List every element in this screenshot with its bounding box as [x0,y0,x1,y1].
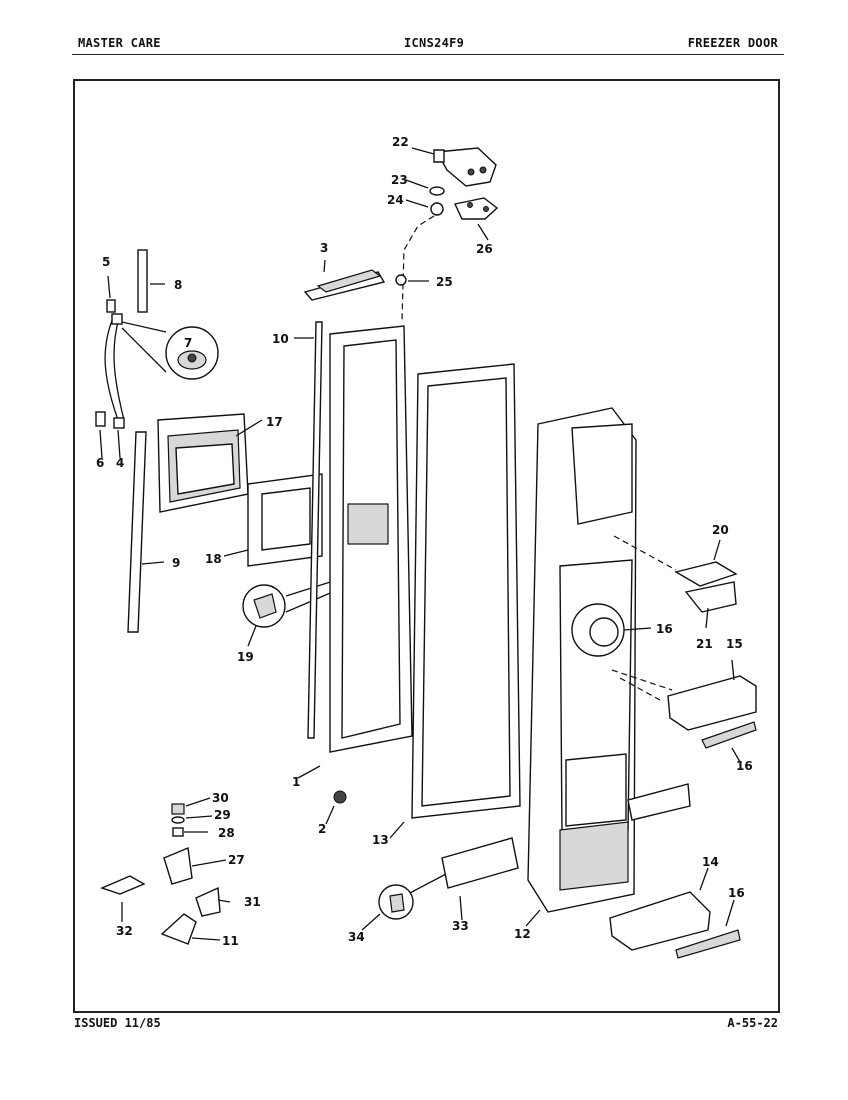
part-18-housing [157,413,249,513]
callout-label: 28 [218,826,235,840]
part-13-door-gasket [411,363,521,819]
part-15-shelf [667,675,757,731]
callout-label: 14 [702,855,719,869]
part-28-bracket [163,847,193,885]
part-3-bracket [303,269,386,301]
part-1-door-liner [329,325,413,753]
part-27-plate [453,197,499,220]
part-35-detail-circle [378,873,447,920]
part-31-spring [171,803,185,815]
part-9-trim-strip [127,431,147,633]
part-2-plug [333,790,347,804]
part-34-rail [441,783,691,889]
callout-label: 15 [726,637,743,651]
part-22-bracket [684,581,737,613]
part-33-plate [100,875,146,895]
header-rule [72,54,784,55]
part-11-hinge [160,913,197,945]
callout-label: 13 [372,833,389,847]
header-section-title: FREEZER DOOR [687,36,778,50]
footer-issue-date: ISSUED 11/85 [74,1016,161,1030]
part-26-pin [395,274,407,286]
callout-label: 33 [452,919,469,933]
part-20-detail-circle [242,571,363,628]
part-7-detail-circle [121,321,219,380]
callout-label: 26 [476,242,493,256]
part-4-harness [104,317,119,421]
callout-label: 16 [736,759,753,773]
callout-label: 8 [174,278,182,292]
callout-label: 6 [96,456,104,470]
part-14-shelf [609,891,711,951]
part-16-trim-lower [675,929,741,959]
part-8-trim-strip [137,249,148,313]
callout-label: 31 [244,895,261,909]
part-16-trim-upper [701,721,757,749]
part-25-bushing [430,202,444,216]
callout-label: 19 [237,650,254,664]
callout-label: 11 [222,934,239,948]
header-model-number: ICNS24F9 [404,36,465,50]
callout-label: 20 [712,523,729,537]
callout-label: 24 [387,193,404,207]
part-30-washer [171,816,185,824]
callout-label: 25 [436,275,453,289]
part-5-clip [106,299,116,313]
callout-label: 16 [728,886,745,900]
callout-label: 21 [696,637,713,651]
part-29-bushing [172,827,184,837]
callout-label: 34 [348,930,365,944]
footer-page-code: A-55-22 [727,1016,778,1030]
callout-label: 16 [656,622,673,636]
callout-label: 32 [116,924,133,938]
part-23-hinge [433,147,497,187]
callout-label: 17 [266,415,283,429]
callout-label: 30 [212,791,229,805]
callout-label: 2 [318,822,326,836]
callout-label: 27 [228,853,245,867]
callout-label: 5 [102,255,110,269]
callout-label: 23 [391,173,408,187]
callout-label: 18 [205,552,222,566]
header-brand: MASTER CARE [78,36,161,50]
part-24-washer [429,186,445,196]
part-6-clip [95,411,106,427]
callout-label: 3 [320,241,328,255]
callout-label: 4 [116,456,124,470]
part-17-knob [571,603,625,657]
part-32-bracket [195,886,221,917]
callout-label: 9 [172,556,180,570]
callout-label: 7 [184,336,192,350]
part-10-rod [307,321,323,739]
callout-label: 29 [214,808,231,822]
callout-label: 12 [514,927,531,941]
callout-label: 22 [392,135,409,149]
part-12-door-panel [527,407,637,913]
callout-label: 1 [292,775,300,789]
diagram-frame [73,79,780,1013]
part-21-cap [674,561,738,587]
callout-label: 10 [272,332,289,346]
part-19-gasket [247,473,323,567]
